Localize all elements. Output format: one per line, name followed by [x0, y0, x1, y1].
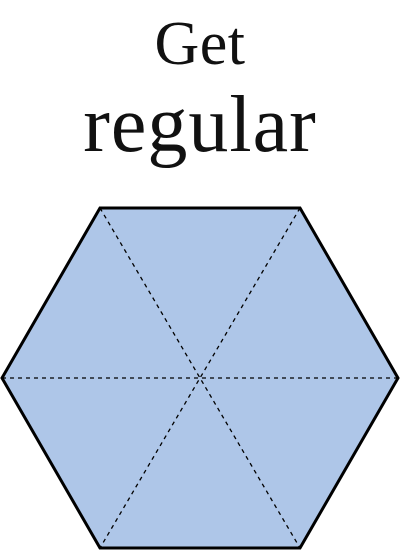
- title-line-2: regular: [83, 81, 317, 169]
- title-line-1: Get: [154, 10, 246, 78]
- hexagon-diagonals: [2, 207, 398, 549]
- diagonal-line: [99, 207, 301, 549]
- diagonal-line: [99, 207, 301, 549]
